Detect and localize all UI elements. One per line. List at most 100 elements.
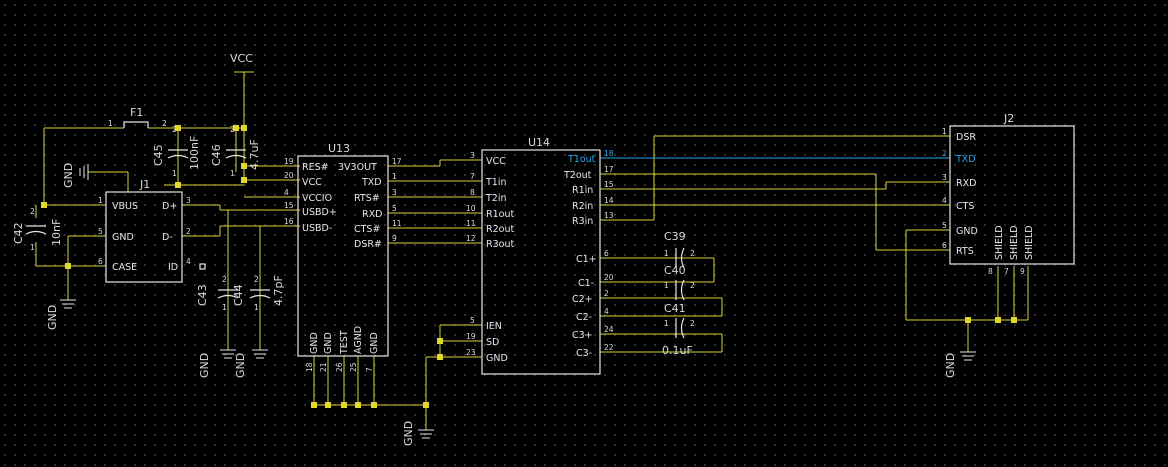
svg-text:2: 2 — [30, 207, 35, 216]
svg-text:RXD: RXD — [362, 209, 382, 220]
svg-text:20: 20 — [604, 273, 614, 282]
cap-c39[interactable] — [675, 247, 685, 269]
svg-text:9: 9 — [1020, 267, 1025, 276]
svg-text:R3in: R3in — [572, 216, 593, 227]
svg-text:SHIELD: SHIELD — [994, 225, 1005, 260]
svg-text:16: 16 — [284, 217, 294, 226]
svg-text:GND: GND — [309, 332, 320, 354]
svg-text:11: 11 — [466, 219, 476, 228]
svg-text:1: 1 — [392, 172, 397, 181]
svg-text:1: 1 — [664, 319, 669, 328]
gnd-symbol-c42 — [60, 299, 76, 309]
ref-c44: C44 — [232, 284, 245, 306]
svg-text:2: 2 — [186, 227, 191, 236]
val-c44: 4.7pF — [272, 275, 285, 306]
gnd-label-j2: GND — [944, 353, 957, 378]
svg-text:18: 18 — [604, 149, 614, 158]
svg-text:R2out: R2out — [486, 224, 514, 235]
svg-text:D+: D+ — [162, 201, 177, 212]
svg-text:1: 1 — [30, 243, 35, 252]
svg-text:T1out: T1out — [567, 154, 596, 165]
svg-text:TXD: TXD — [361, 177, 382, 188]
svg-text:4: 4 — [186, 257, 191, 266]
connector-j1[interactable] — [105, 191, 183, 283]
ref-c40: C40 — [664, 264, 686, 277]
svg-text:6: 6 — [98, 257, 103, 266]
wires — [35, 71, 1029, 430]
chip-u14[interactable] — [481, 149, 601, 375]
gnd-label-main: GND — [402, 421, 415, 446]
gnd-symbol-j1 — [79, 164, 89, 180]
svg-text:8: 8 — [988, 267, 993, 276]
svg-text:9: 9 — [392, 234, 397, 243]
svg-text:R2in: R2in — [572, 201, 593, 212]
svg-text:SHIELD: SHIELD — [1009, 225, 1020, 260]
cap-c40[interactable] — [675, 279, 685, 301]
svg-text:24: 24 — [604, 325, 614, 334]
svg-text:23: 23 — [466, 348, 476, 357]
svg-text:2: 2 — [690, 249, 695, 258]
svg-text:11: 11 — [392, 219, 402, 228]
cap-c42[interactable] — [25, 225, 47, 235]
ref-c42: C42 — [12, 222, 25, 244]
val-c41: 0.1uF — [662, 344, 693, 357]
chip-u13[interactable] — [297, 155, 389, 357]
svg-text:GND: GND — [369, 332, 380, 354]
gnd-label-c42: GND — [46, 305, 59, 330]
svg-text:T2out: T2out — [563, 170, 592, 181]
svg-text:CTS#: CTS# — [354, 224, 380, 235]
svg-text:T2in: T2in — [485, 193, 507, 204]
svg-text:2: 2 — [230, 125, 235, 134]
cap-c46[interactable] — [225, 149, 247, 159]
ref-c41: C41 — [664, 302, 686, 315]
svg-text:5: 5 — [392, 204, 397, 213]
u13-pins: RES# VCC VCCIO USBD+ USBD- 19 20 4 15 16… — [284, 157, 402, 372]
ref-j2: J2 — [1003, 112, 1014, 125]
svg-text:VCC: VCC — [486, 156, 506, 167]
cap-c44[interactable] — [249, 289, 271, 299]
connector-j2[interactable] — [949, 125, 1075, 265]
gnd-symbol-c44 — [252, 349, 268, 359]
cap-pin-numbers: 2 1 2 1 2 1 2 1 2 1 1 2 1 2 1 2 — [30, 125, 695, 328]
svg-text:7: 7 — [365, 367, 374, 372]
svg-text:C2-: C2- — [576, 312, 592, 323]
gnd-label-c44: GND — [234, 353, 247, 378]
svg-text:GND: GND — [323, 332, 334, 354]
svg-text:5: 5 — [942, 221, 947, 230]
cap-c43[interactable] — [217, 289, 239, 299]
cap-c45[interactable] — [167, 149, 189, 159]
svg-text:25: 25 — [349, 362, 358, 372]
svg-text:RTS: RTS — [956, 246, 974, 257]
svg-text:2: 2 — [604, 289, 609, 298]
svg-text:7: 7 — [470, 172, 475, 181]
val-c45: 100nF — [188, 136, 201, 170]
gnd-symbols — [60, 164, 976, 439]
svg-text:1: 1 — [664, 281, 669, 290]
gnd-label-c43: GND — [198, 353, 211, 378]
svg-text:19: 19 — [284, 157, 294, 166]
svg-text:R1in: R1in — [572, 185, 593, 196]
vcc-label: VCC — [230, 52, 253, 65]
svg-text:C2+: C2+ — [572, 294, 593, 305]
svg-text:4: 4 — [604, 307, 609, 316]
svg-text:USBD+: USBD+ — [302, 207, 337, 218]
svg-text:1: 1 — [230, 169, 235, 178]
gnd-label-j1: GND — [62, 163, 75, 188]
svg-text:2: 2 — [690, 281, 695, 290]
f1-pin2: 2 — [162, 119, 167, 128]
svg-text:12: 12 — [466, 234, 476, 243]
svg-text:1: 1 — [172, 169, 177, 178]
cap-c41[interactable] — [675, 317, 685, 339]
svg-text:2: 2 — [222, 275, 227, 284]
f1-pin1: 1 — [108, 119, 113, 128]
svg-text:14: 14 — [604, 196, 614, 205]
svg-text:T1in: T1in — [485, 177, 507, 188]
svg-text:22: 22 — [604, 343, 614, 352]
fuse-f1[interactable] — [123, 121, 149, 128]
svg-text:RXD: RXD — [956, 178, 976, 189]
svg-text:6: 6 — [942, 241, 947, 250]
svg-text:5: 5 — [98, 227, 103, 236]
svg-text:2: 2 — [942, 149, 947, 158]
gnd-symbol-main — [418, 429, 434, 439]
